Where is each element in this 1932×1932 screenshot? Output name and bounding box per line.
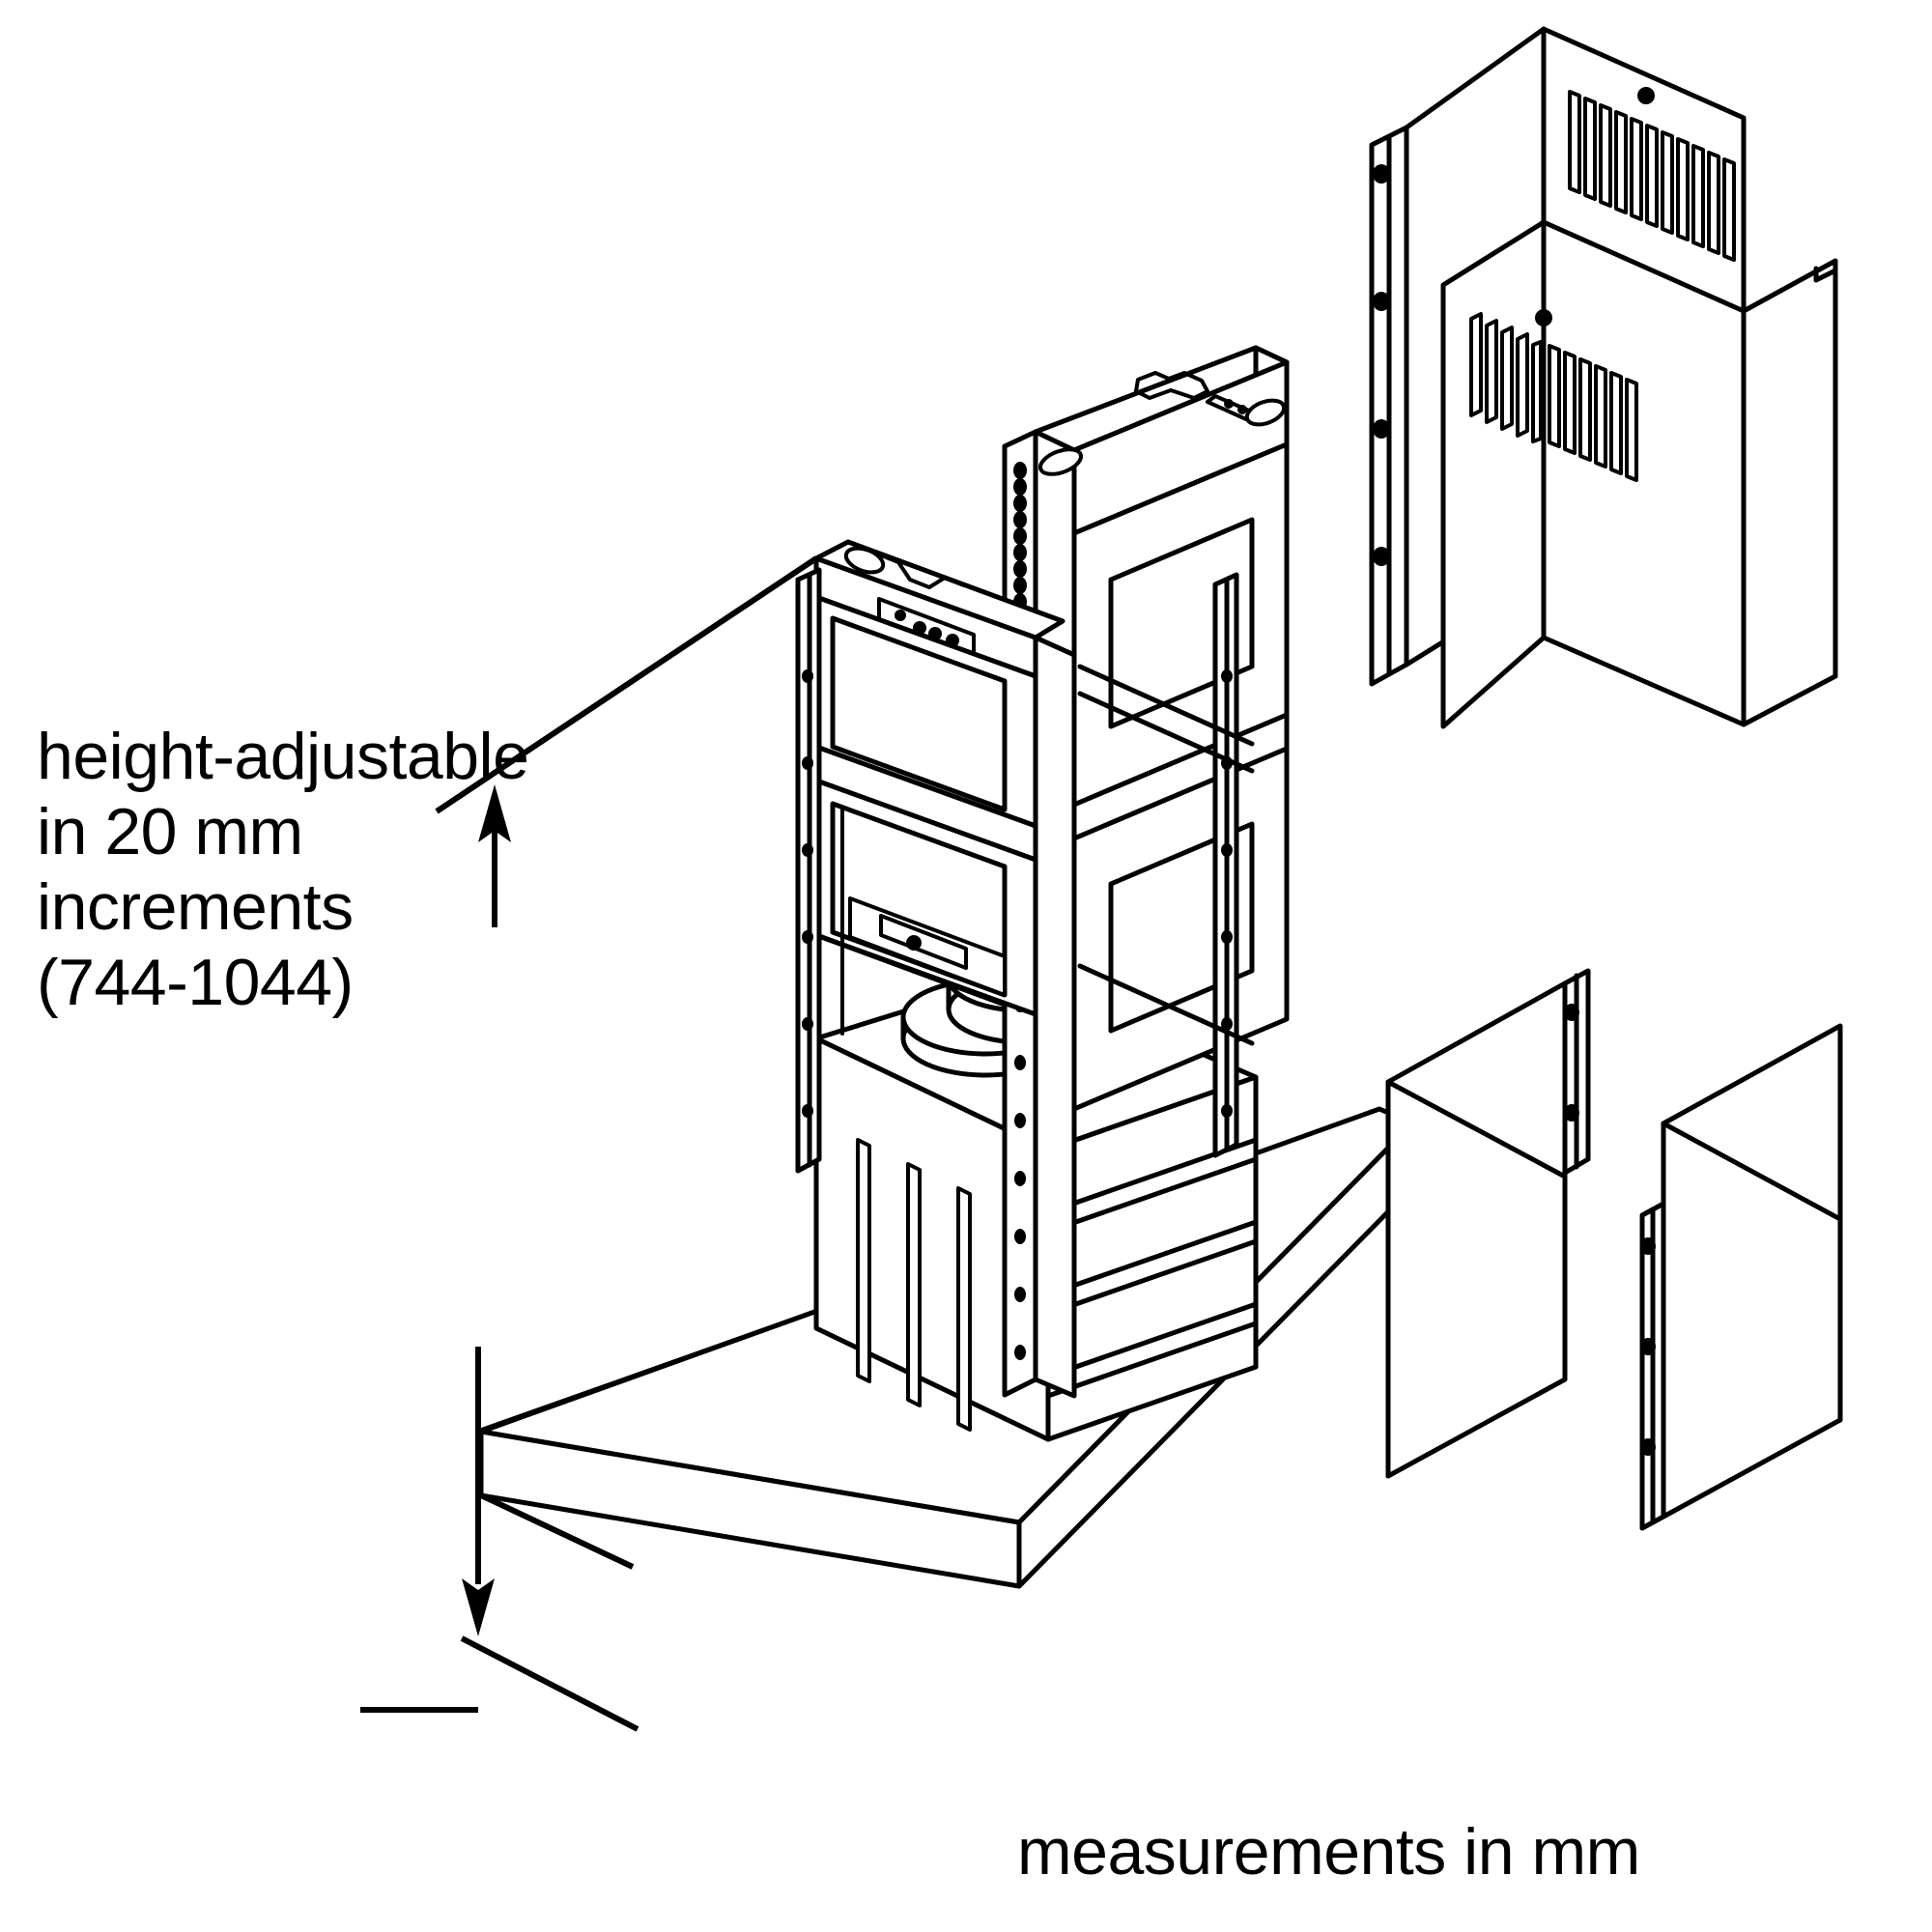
frame-corner-post (1002, 635, 1077, 1399)
lower-flue-left (1385, 968, 1591, 1479)
frame-left-rail (795, 567, 822, 1174)
upper-flue-assembly (1369, 26, 1838, 729)
lower-flue-rail-b (1639, 1201, 1666, 1531)
measurements-unit-note: measurements in mm (1017, 1815, 1640, 1889)
height-note-line-4: (744-1044) (37, 946, 354, 1019)
upper-flue-rail (1369, 125, 1409, 687)
frame-internal-bracket (848, 896, 1007, 997)
upper-flue-inner (1440, 219, 1747, 729)
frame-right-braces (1077, 664, 1255, 1046)
height-adjustable-note: height-adjustable in 20 mm increments (7… (37, 719, 529, 1020)
height-note-line-3: increments (37, 870, 354, 944)
upper-flue-inner-slots (1469, 312, 1638, 482)
adjustable-height-dimension (435, 555, 818, 927)
hood-body-slots (856, 1138, 972, 1432)
support-frame (795, 345, 1290, 1399)
lower-flue-assembly (1385, 968, 1843, 1531)
height-note-line-1: height-adjustable (37, 720, 529, 793)
lower-flue-rail-a (1562, 968, 1591, 1176)
upper-flue-side-wrap (1741, 258, 1838, 727)
upper-flue-outer-slots (1568, 90, 1736, 262)
lower-flue-right (1639, 1023, 1843, 1531)
ceiling-panel-thickness-dimension (360, 1347, 639, 1732)
frame-top-right-bar (1033, 345, 1290, 536)
height-note-line-2: in 20 mm (37, 795, 303, 868)
frame-right-rail (1212, 572, 1239, 1158)
